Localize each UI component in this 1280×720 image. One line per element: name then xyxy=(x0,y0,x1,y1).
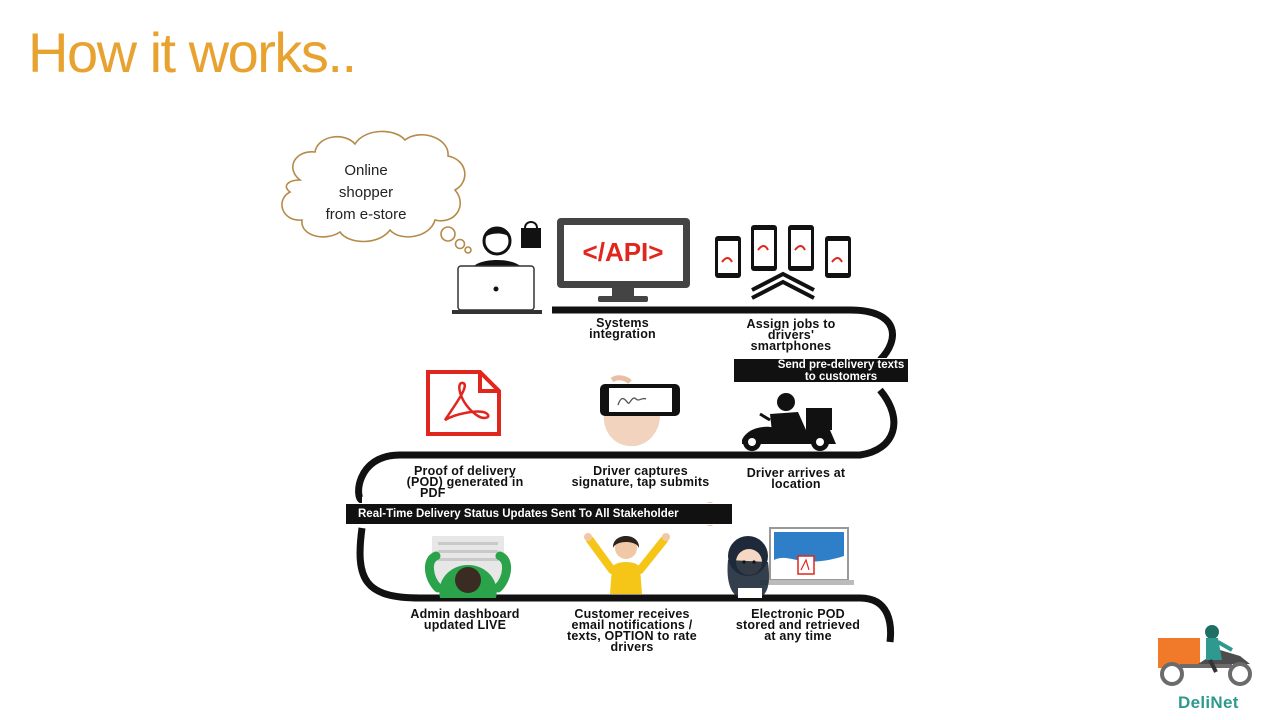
thought-cloud-text: Online shopper from e-store xyxy=(306,160,426,226)
caption-line: Admin dashboard xyxy=(410,607,520,621)
thought-cloud xyxy=(281,130,472,254)
cloud-line: Online xyxy=(344,162,388,179)
step-customer-receives: Customer receives email notifications / … xyxy=(552,607,712,654)
step-driver-captures: Driver captures signature, tap submits xyxy=(558,464,723,489)
delivery-road xyxy=(355,306,898,643)
cloud-line: from e-store xyxy=(325,206,407,223)
caption-line: Customer receives xyxy=(574,607,690,621)
pre-delivery-texts-banner: Send pre-delivery texts to customers xyxy=(733,358,909,383)
caption-line: (POD) generated in xyxy=(406,475,524,489)
caption-line: signature, tap submits xyxy=(571,475,710,489)
delinet-logo-icon xyxy=(1158,625,1252,686)
api-screen-text: </API> xyxy=(583,237,664,267)
caption-line: Driver arrives at xyxy=(746,466,846,480)
caption-line: integration xyxy=(589,327,656,341)
banner-line: Send pre-delivery texts xyxy=(777,359,905,371)
caption-line: drivers xyxy=(610,640,654,654)
phone-signature-icon xyxy=(600,375,680,447)
step-driver-arrives: Driver arrives at location xyxy=(732,466,860,491)
caption-line: stored and retrieved xyxy=(735,618,861,632)
caption-line: at any time xyxy=(764,629,832,643)
banner-text: Real-Time Delivery Status Updates Sent T… xyxy=(358,508,679,520)
slide-title: How it works.. xyxy=(28,21,357,84)
caption-line: Assign jobs to xyxy=(746,317,836,331)
step-assign-jobs: Assign jobs to drivers' smartphones xyxy=(730,317,852,353)
shopper-laptop-icon xyxy=(452,221,542,314)
step-systems-integration: Systems integration xyxy=(570,316,675,341)
caption-line: Driver captures xyxy=(593,464,688,478)
pdf-document-icon xyxy=(426,370,501,436)
banner-line: to customers xyxy=(804,371,878,383)
api-monitor-icon: </API> xyxy=(557,218,690,302)
status-updates-banner: Real-Time Delivery Status Updates Sent T… xyxy=(345,503,733,525)
brand-logo-text: DeliNet xyxy=(1178,693,1239,712)
caption-line: Proof of delivery xyxy=(413,464,517,478)
caption-line: Systems xyxy=(596,316,649,330)
caption-line: updated LIVE xyxy=(423,618,507,632)
smartphones-icon xyxy=(715,225,851,300)
admin-dashboard-icon xyxy=(425,536,511,598)
customer-celebrating-icon xyxy=(584,533,670,594)
electronic-pod-icon xyxy=(727,527,854,598)
caption-line: smartphones xyxy=(750,339,832,353)
step-pod-generated: Proof of delivery (POD) generated in PDF xyxy=(390,464,540,500)
caption-line: drivers' xyxy=(767,328,815,342)
delivery-scooter-icon xyxy=(742,393,836,451)
step-electronic-pod: Electronic POD stored and retrieved at a… xyxy=(722,607,874,643)
cloud-line: shopper xyxy=(338,184,394,201)
caption-line: Electronic POD xyxy=(751,607,845,621)
caption-line: PDF xyxy=(420,486,446,500)
caption-line: email notifications / xyxy=(571,618,693,632)
step-admin-dashboard: Admin dashboard updated LIVE xyxy=(395,607,535,632)
caption-line: location xyxy=(771,477,821,491)
caption-line: texts, OPTION to rate xyxy=(567,629,697,643)
